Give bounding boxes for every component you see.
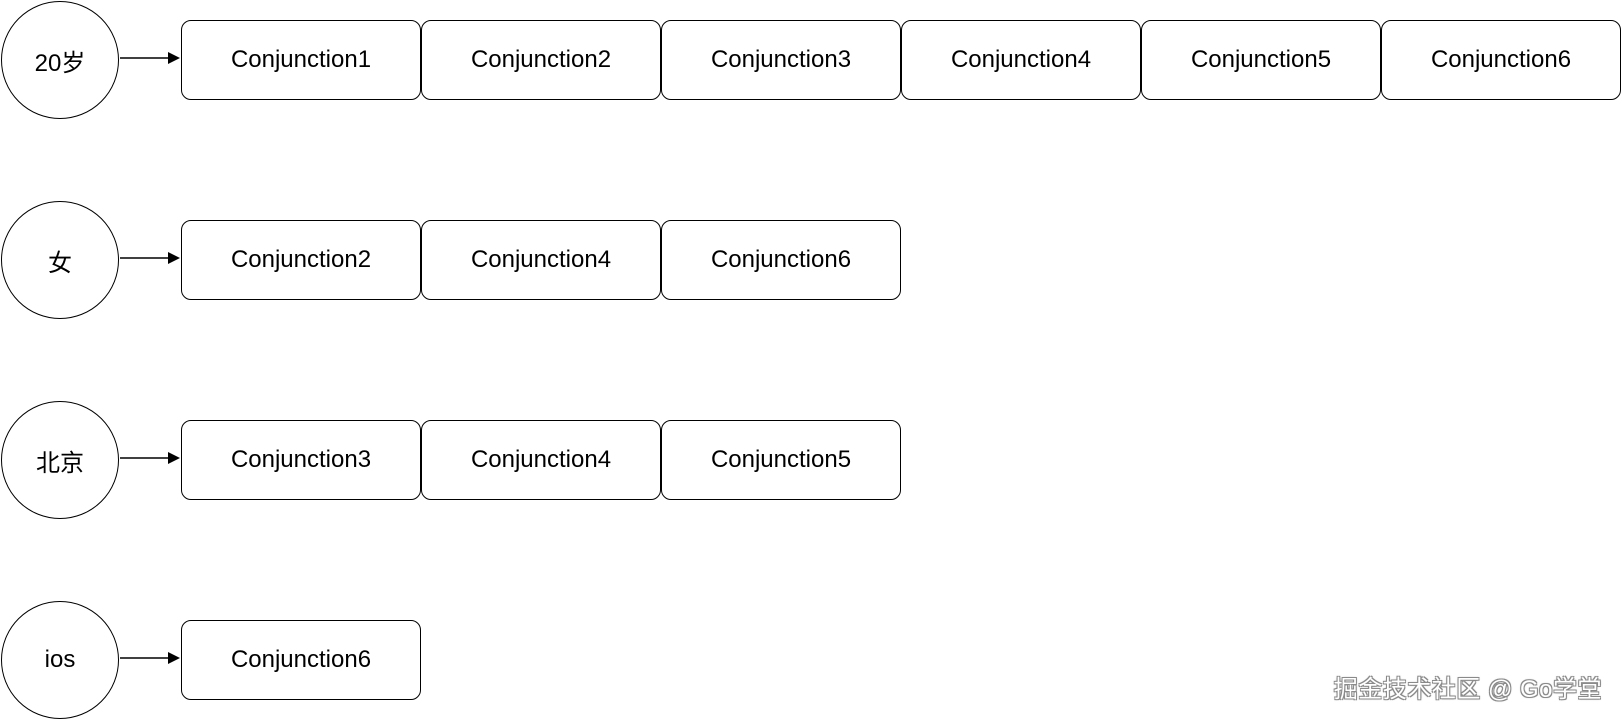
arrow-right-icon <box>120 452 180 464</box>
arrow-right-icon <box>120 52 180 64</box>
list-item: Conjunction4 <box>901 20 1141 100</box>
key-node-beijing: 北京 <box>1 401 119 519</box>
posting-list: Conjunction1 Conjunction2 Conjunction3 C… <box>181 20 1621 100</box>
list-item: Conjunction3 <box>181 420 421 500</box>
list-item: Conjunction6 <box>181 620 421 700</box>
list-item: Conjunction6 <box>1381 20 1621 100</box>
posting-list: Conjunction6 <box>181 620 421 700</box>
list-item: Conjunction5 <box>661 420 901 500</box>
list-item: Conjunction2 <box>421 20 661 100</box>
arrow-right-icon <box>120 252 180 264</box>
posting-row-beijing: 北京 Conjunction3 Conjunction4 Conjunction… <box>0 400 1622 524</box>
list-item: Conjunction2 <box>181 220 421 300</box>
key-node-female: 女 <box>1 201 119 319</box>
list-item: Conjunction3 <box>661 20 901 100</box>
list-item: Conjunction4 <box>421 420 661 500</box>
list-item: Conjunction1 <box>181 20 421 100</box>
key-node-ios: ios <box>1 601 119 719</box>
key-node-20-years: 20岁 <box>1 1 119 119</box>
arrow-right-icon <box>120 652 180 664</box>
posting-list: Conjunction2 Conjunction4 Conjunction6 <box>181 220 901 300</box>
posting-row-ios: ios Conjunction6 <box>0 600 1622 724</box>
watermark: 掘金技术社区 @ Go学堂 <box>1333 676 1602 703</box>
list-item: Conjunction4 <box>421 220 661 300</box>
posting-row-female: 女 Conjunction2 Conjunction4 Conjunction6 <box>0 200 1622 324</box>
list-item: Conjunction6 <box>661 220 901 300</box>
list-item: Conjunction5 <box>1141 20 1381 100</box>
posting-list: Conjunction3 Conjunction4 Conjunction5 <box>181 420 901 500</box>
posting-row-20-years: 20岁 Conjunction1 Conjunction2 Conjunctio… <box>0 0 1622 124</box>
